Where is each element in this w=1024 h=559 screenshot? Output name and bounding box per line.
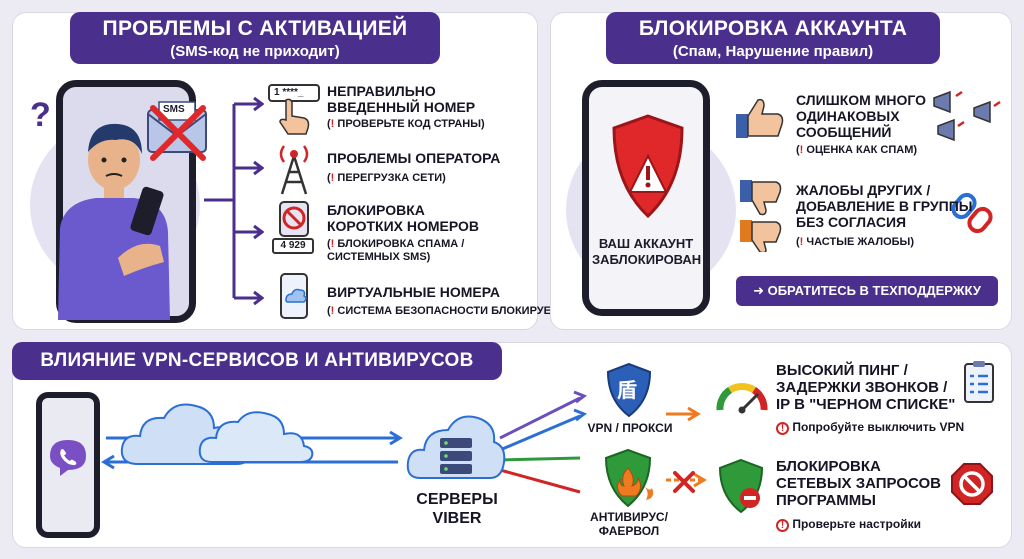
activation-connector [204,96,264,306]
vpn-title: ВЛИЯНИЕ VPN-СЕРВИСОВ И АНТИВИРУСОВ [40,350,474,371]
antivirus-shield-icon [604,448,654,508]
blocking-item-1-note: (! ОЦЕНКА КАК СПАМ) [796,144,918,156]
activation-item-3-title: БЛОКИРОВКА КОРОТКИХ НОМЕРОВ [327,202,480,234]
speed-gauge-icon [716,383,768,414]
person-illustration [58,123,170,320]
sms-envelope-icon [147,101,207,161]
thumbs-up-icon [736,98,784,138]
viber-logo-icon [50,440,86,476]
activation-item-1-note: (! ПРОВЕРЬТЕ КОД СТРАНЫ) [327,118,485,130]
cloud-icon-2 [198,411,314,463]
blocked-shield-icon [718,458,764,514]
activation-item-3-note: (! БЛОКИРОВКА СПАМА / СИСТЕМНЫХ SMS) [327,238,465,263]
contact-support-button[interactable]: ➜ ОБРАТИТЕСЬ В ТЕХПОДДЕРЖКУ [736,276,998,306]
activation-title: ПРОБЛЕМЫ С АКТИВАЦИЕЙ [102,17,408,40]
blocking-item-2-title: ЖАЛОБЫ ДРУГИХ / ДОБАВЛЕНИЕ В ГРУППЫ БЕЗ … [796,182,973,230]
vpn-label: VPN / ПРОКСИ [587,421,673,435]
dial-field: 1 ****_ [268,84,320,102]
vpn-glyph: 盾 [617,380,637,402]
activation-item-4-note: (! СИСТЕМА БЕЗОПАСНОСТИ БЛОКИРУЕТ) [327,305,562,317]
vpn-shield-icon [606,362,652,418]
blocking-item-1-title: СЛИШКОМ МНОГО ОДИНАКОВЫХ СООБЩЕНИЙ [796,92,927,140]
vpn-header: ВЛИЯНИЕ VPN-СЕРВИСОВ И АНТИВИРУСОВ [12,342,502,380]
blocking-title: БЛОКИРОВКА АККАУНТА [638,17,908,40]
blocked-phone-text: ВАШ АККАУНТ ЗАБЛОКИРОВАН [592,236,702,267]
activation-item-2-title: ПРОБЛЕМЫ ОПЕРАТОРА [327,150,501,166]
activation-subtitle: (SMS-код не приходит) [170,43,340,60]
warning-circle-icon-2: ! [776,519,789,532]
blocking-header: БЛОКИРОВКА АККАУНТА (Спам, Нарушение пра… [606,12,940,64]
blocking-item-2-note: (! ЧАСТЫЕ ЖАЛОБЫ) [796,236,914,248]
viber-servers-icon [406,415,506,479]
broken-link-icon [952,192,993,234]
pointing-hand-icon [279,98,310,135]
activation-item-1-title: НЕПРАВИЛЬНО ВВЕДЕННЫЙ НОМЕР [327,83,476,115]
thumbs-down-icon [740,180,782,252]
antivirus-label: АНТИВИРУС/ ФАЕРВОЛ [590,510,668,538]
activation-header: ПРОБЛЕМЫ С АКТИВАЦИЕЙ (SMS-код не приход… [70,12,440,64]
question-mark: ? [30,96,51,134]
blocking-subtitle: (Спам, Нарушение правил) [672,43,874,60]
activation-item-4-title: ВИРТУАЛЬНЫЕ НОМЕРА [327,284,500,300]
vpn-item-2-note: ! Проверьте настройки [776,518,921,532]
sms-label: SMS [163,104,185,115]
checklist-icon [964,361,994,403]
vpn-item-1-title: ВЫСОКИЙ ПИНГ / ЗАДЕРЖКИ ЗВОНКОВ / IP В "… [776,362,956,413]
warning-shield-icon [612,114,684,219]
warning-circle-icon: ! [776,422,789,435]
dial-text: 1 ****_ [274,87,304,98]
virtual-number-icon [280,273,308,319]
servers-label: СЕРВЕРЫ VIBER [416,491,498,527]
blocked-number-icon [279,201,309,237]
blocked-x-icon [673,471,695,493]
stop-sign-icon [951,463,993,505]
vpn-item-2-title: БЛОКИРОВКА СЕТЕВЫХ ЗАПРОСОВ ПРОГРАММЫ [776,458,941,509]
vpn-item-1-note: ! Попробуйте выключить VPN [776,421,964,435]
short-number-badge: 4 929 [272,238,314,254]
activation-item-2-note: (! ПЕРЕГРУЗКА СЕТИ) [327,172,446,184]
cell-tower-icon [279,145,309,195]
megaphone-icons [933,90,1001,142]
viber-phone [36,392,100,538]
